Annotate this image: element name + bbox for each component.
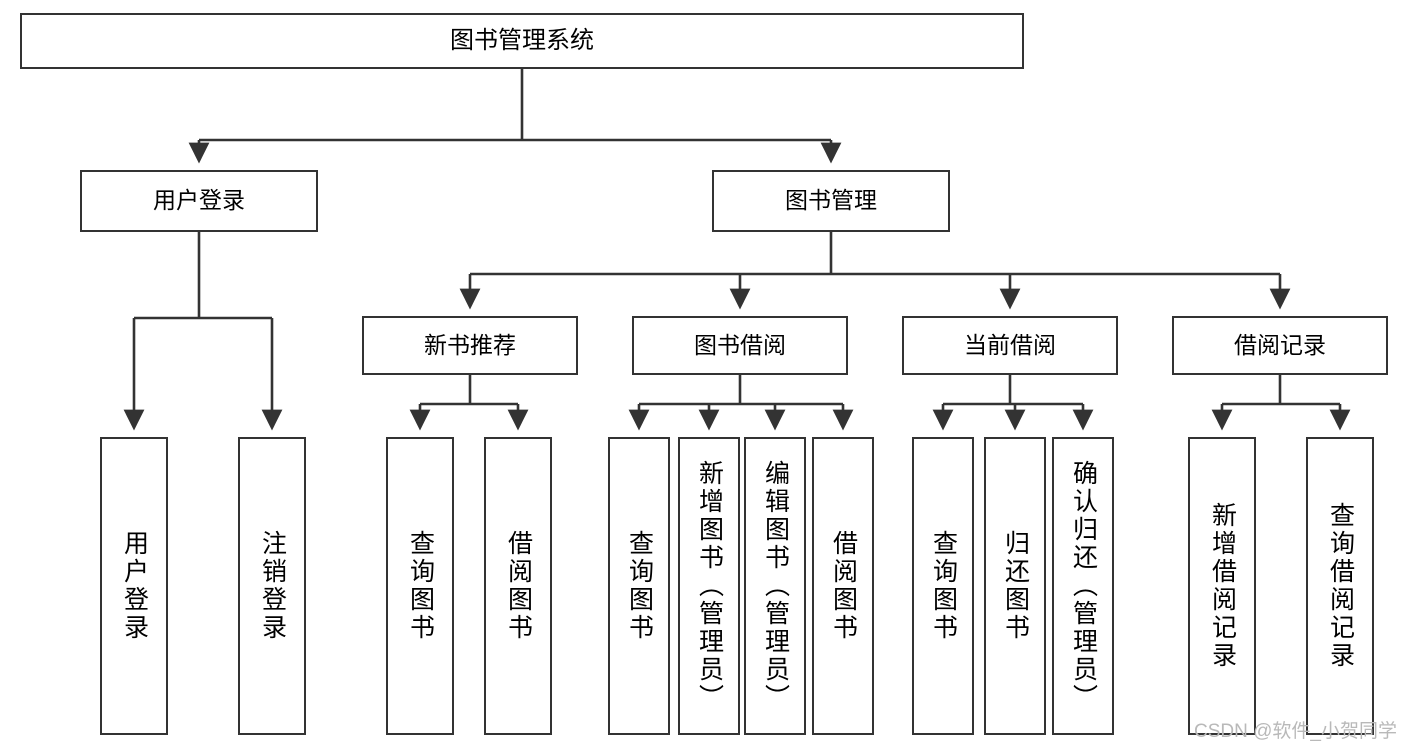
node-leaf-return-book-label: 归还图书 [1001, 530, 1030, 642]
node-leaf-borrow-book-2[interactable]: 借阅图书 [812, 437, 874, 735]
node-leaf-query-book-3[interactable]: 查询图书 [912, 437, 974, 735]
node-leaf-borrow-book-1[interactable]: 借阅图书 [484, 437, 552, 735]
node-leaf-add-borrow-record[interactable]: 新增借阅记录 [1188, 437, 1256, 735]
node-leaf-query-borrow-record[interactable]: 查询借阅记录 [1306, 437, 1374, 735]
node-leaf-user-logout[interactable]: 注销登录 [238, 437, 306, 735]
node-leaf-user-login[interactable]: 用户登录 [100, 437, 168, 735]
node-leaf-add-book-label: 新增图书（管理员） [695, 460, 724, 712]
node-borrow-records-label: 借阅记录 [1234, 331, 1326, 358]
node-user-login[interactable]: 用户登录 [80, 170, 318, 232]
node-current-borrow[interactable]: 当前借阅 [902, 316, 1118, 375]
node-leaf-query-book-3-label: 查询图书 [929, 530, 958, 642]
node-leaf-query-book-1-label: 查询图书 [406, 530, 435, 642]
csdn-watermark: CSDN @软件_小贺同学 [1194, 721, 1397, 742]
node-leaf-query-book-2[interactable]: 查询图书 [608, 437, 670, 735]
node-leaf-user-logout-label: 注销登录 [258, 530, 287, 642]
node-user-login-label: 用户登录 [153, 187, 245, 214]
node-leaf-query-book-1[interactable]: 查询图书 [386, 437, 454, 735]
node-new-book-recommend-label: 新书推荐 [424, 331, 516, 358]
node-book-borrow[interactable]: 图书借阅 [632, 316, 848, 375]
node-leaf-query-book-2-label: 查询图书 [625, 530, 654, 642]
node-leaf-add-book[interactable]: 新增图书（管理员） [678, 437, 740, 735]
node-leaf-query-borrow-record-label: 查询借阅记录 [1326, 502, 1355, 670]
node-leaf-add-borrow-record-label: 新增借阅记录 [1208, 502, 1237, 670]
node-leaf-user-login-label: 用户登录 [120, 530, 149, 642]
node-root[interactable]: 图书管理系统 [20, 13, 1024, 69]
node-leaf-return-book[interactable]: 归还图书 [984, 437, 1046, 735]
node-root-label: 图书管理系统 [450, 26, 594, 54]
node-leaf-borrow-book-1-label: 借阅图书 [504, 530, 533, 642]
node-book-management[interactable]: 图书管理 [712, 170, 950, 232]
node-leaf-confirm-return-label: 确认归还（管理员） [1069, 460, 1098, 712]
node-leaf-edit-book-label: 编辑图书（管理员） [761, 460, 790, 712]
node-leaf-edit-book[interactable]: 编辑图书（管理员） [744, 437, 806, 735]
node-book-management-label: 图书管理 [785, 187, 877, 214]
node-new-book-recommend[interactable]: 新书推荐 [362, 316, 578, 375]
node-current-borrow-label: 当前借阅 [964, 331, 1056, 358]
node-book-borrow-label: 图书借阅 [694, 331, 786, 358]
node-borrow-records[interactable]: 借阅记录 [1172, 316, 1388, 375]
node-leaf-confirm-return[interactable]: 确认归还（管理员） [1052, 437, 1114, 735]
node-leaf-borrow-book-2-label: 借阅图书 [829, 530, 858, 642]
